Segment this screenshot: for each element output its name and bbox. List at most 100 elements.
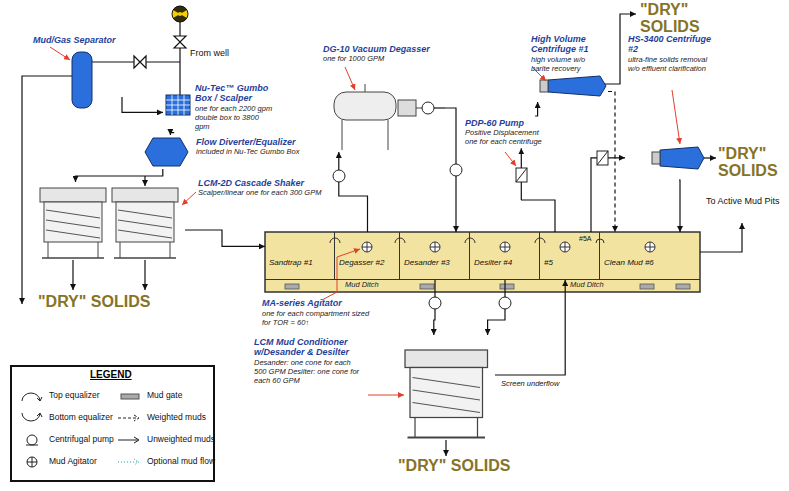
mud-tank (265, 232, 700, 292)
mud-agitator (430, 242, 440, 252)
node-heading: LCM-2D Cascade ShakerScalper/linear one … (198, 178, 323, 197)
destination-label: To Active Mud Pits (706, 196, 784, 206)
node-title: HS-3400 Centrifuge #2 (628, 34, 712, 55)
mud-gate (500, 284, 514, 289)
mud-flow-line (122, 97, 163, 112)
flow-diverter-hexagon (145, 138, 188, 166)
mud-gate (640, 284, 654, 289)
legend-sample (18, 455, 46, 469)
mud-agitator (430, 242, 440, 252)
leader-arrow (182, 192, 196, 205)
compartment-label: Clean Mud #6 (604, 259, 698, 268)
compartment-label: #5 (544, 259, 597, 268)
legend-text: Unweighted muds (147, 435, 215, 444)
legend-text: Top equalizer (49, 391, 100, 400)
gumbo-box: Nu-Tec™ Gumbo Box / Scalperone for each … (163, 82, 275, 133)
mud-agitator (645, 242, 655, 252)
mud-flow-line (339, 152, 368, 232)
top-equalizer (330, 238, 340, 243)
mud-gate (676, 284, 690, 289)
centrifugal-pump (429, 297, 441, 309)
centrifuge-illustration (548, 76, 606, 96)
well-symbol (172, 6, 188, 22)
top-equalizer (465, 238, 475, 243)
node-note: Scalper/linear one for each 300 GPM (198, 188, 323, 197)
pdp-pump-symbol (516, 151, 608, 182)
well-piping (174, 42, 186, 48)
part-name: MA-series Agitator (262, 298, 342, 308)
well-piping (140, 56, 146, 68)
degasser-illustration (398, 100, 416, 116)
legend-text: Mud gate (147, 391, 182, 400)
shaker-illustration (112, 188, 178, 258)
pdp-pump-symbol (516, 168, 527, 182)
solids-discharge: "DRY" SOLIDS (718, 146, 782, 180)
mud-agitator (560, 242, 570, 252)
node-note: Desander: one cone for each 500 GPM Desi… (254, 358, 363, 385)
legend-title: LEGEND (90, 369, 132, 380)
mud-agitator (362, 242, 372, 252)
mud-gate (285, 284, 299, 289)
degasser-illustration (434, 107, 445, 108)
leader-arrow (672, 90, 680, 144)
mud-conditioner-illustration (405, 350, 488, 438)
node-note: ultra-fine solids removal w/o effluent c… (628, 55, 712, 73)
mud-flow-line (495, 280, 565, 375)
shaker-illustration (40, 176, 178, 290)
centrifuge-illustration (652, 152, 660, 164)
mud-flow-line (170, 133, 174, 135)
separator-vessel: Mud/Gas Separator (30, 33, 122, 113)
compartment-label: Desander #3 (404, 259, 467, 268)
part-note: one for each compartment sized for TOR =… (262, 309, 372, 327)
well-symbol (178, 12, 182, 16)
centrifuge: HS-3400 Centrifuge #2ultra-fine solids r… (625, 32, 715, 180)
legend-entry: Mud gate (116, 389, 182, 403)
compartment-label: #5A (579, 235, 591, 243)
solids-discharge: "DRY" SOLIDS (38, 294, 150, 311)
vacuum-degasser: DG-10 Vacuum Degasserone for 1000 GPM (320, 42, 445, 152)
node-note: included in Nu-Tec Gumbo Box (196, 147, 328, 156)
mud-flow-line (521, 148, 555, 232)
mud-gas-separator-vessel (72, 52, 92, 108)
legend-entry: Mud Agitator (18, 455, 97, 469)
degasser-illustration (365, 84, 366, 92)
mud-agitator (500, 242, 510, 252)
legend-text: Centrifugal pump (49, 435, 114, 444)
node-note: one for 1000 GPM (323, 54, 442, 63)
pdp-pump: PDP-60 PumpPositive Displacement one for… (462, 116, 548, 148)
tank-compartment: Sandtrap #1 (265, 232, 335, 280)
leader-arrow (322, 249, 360, 300)
mud-flow-line (591, 158, 625, 232)
mud-conditioner-illustration (405, 350, 488, 456)
legend-box: Top equalizerBottom equalizerCentrifugal… (10, 365, 215, 482)
well-symbol (172, 6, 188, 22)
legend-sample (18, 411, 46, 425)
flow-diverter: Flow Diverter/Equalizerincluded in Nu-Te… (140, 135, 330, 169)
legend-sample (121, 394, 139, 399)
legend-entry: Unweighted muds (116, 433, 215, 447)
centrifuge-illustration (540, 80, 548, 92)
node-title: High Volume Centrifuge #1 (531, 34, 605, 55)
top-equalizer (395, 238, 405, 243)
pdp-pump-symbol (597, 151, 608, 165)
well-piping (179, 22, 180, 95)
legend-sample (27, 457, 37, 467)
tank-outlet (700, 223, 742, 252)
ditch-label: Mud Ditch (570, 281, 604, 289)
node-title: LCM Mud Conditioner w/Desander & Desilte… (254, 337, 363, 358)
shaker-illustration (144, 260, 145, 290)
ditch-label: Mud Ditch (345, 281, 379, 289)
flow-label: Screen underflow (500, 380, 560, 388)
legend-sample (26, 435, 38, 445)
node-note: one for each 2200 gpm double box to 3800… (195, 104, 273, 131)
mud-agitator (500, 242, 510, 252)
leader-arrow (345, 67, 355, 90)
cascade-shaker: LCM-2D Cascade ShakerScalper/linear one … (35, 182, 185, 262)
legend-sample (116, 455, 144, 469)
shaker-illustration (144, 176, 145, 186)
shaker-illustration (72, 260, 73, 290)
weighted-mud-line (608, 92, 615, 233)
mud-agitator (362, 242, 372, 252)
